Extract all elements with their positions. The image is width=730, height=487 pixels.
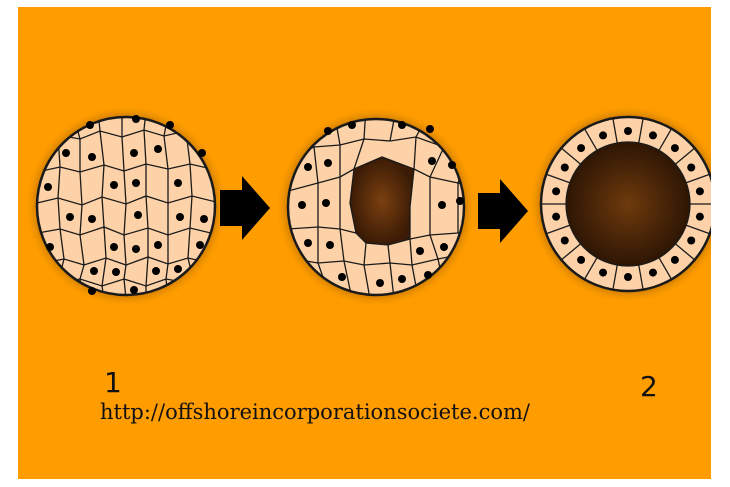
cell-nucleus [624,273,632,281]
cell-nucleus [696,213,704,221]
diagram-stage: 1 2 http://offshoreincorporationsociete.… [18,7,711,479]
cell-cluster-hollow [529,105,711,303]
arrow-right-icon [220,176,270,240]
cell-nucleus [599,269,607,277]
cell-nucleus [577,144,585,152]
cell-nucleus [561,237,569,245]
cell-nucleus [624,127,632,135]
cell-nucleus [671,256,679,264]
stage-label-first: 1 [104,369,122,397]
cell-nucleus [649,131,657,139]
cell-nucleus [552,187,560,195]
arrow-right-icon [478,179,528,243]
cell-nucleus [561,164,569,172]
cell-nucleus [687,237,695,245]
cell-nucleus [552,213,560,221]
watermark-url: http://offshoreincorporationsociete.com/ [100,400,530,424]
cell-nucleus [649,269,657,277]
cell-cluster-cavitating [276,107,476,307]
cell-nucleus [671,144,679,152]
stage-label-second: 2 [640,373,658,401]
cell-nucleus [687,164,695,172]
cell-nucleus [696,187,704,195]
cell-nucleus [599,131,607,139]
cell-cluster-solid [25,105,227,307]
cell-nucleus [577,256,585,264]
